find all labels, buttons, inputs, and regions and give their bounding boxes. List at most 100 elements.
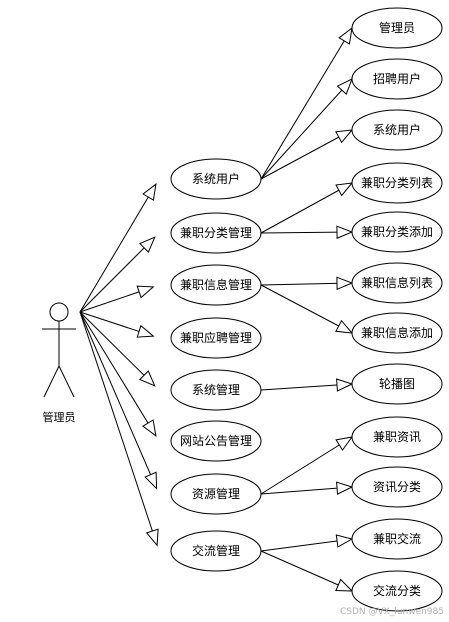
usecase-resource-mgmt-label: 资源管理: [192, 486, 240, 501]
usecase-info-add-label: 兼职信息添加: [361, 325, 433, 340]
usecase-parttime-category-mgmt: 兼职分类管理: [170, 212, 262, 254]
usecase-exchange-category: 交流分类: [351, 570, 443, 612]
edge-parttime-category-mgmt-category-list-arrowhead: [335, 182, 354, 197]
usecase-news-category: 资讯分类: [351, 466, 443, 508]
usecase-recruiter-user-label: 招聘用户: [373, 71, 421, 86]
edge-actor-site-announcement-mgmt-arrowhead: [142, 419, 157, 438]
usecase-info-add: 兼职信息添加: [351, 312, 443, 354]
edge-parttime-info-mgmt-info-list-arrowhead: [336, 276, 354, 291]
edge-exchange-mgmt-exchange-category-line: [260, 550, 353, 592]
edge-system-users-recruiter-user: [260, 77, 353, 180]
edge-actor-system-mgmt: [79, 311, 156, 387]
usecase-system-users: 系统用户: [170, 158, 262, 200]
edge-exchange-mgmt-exchange-category: [260, 550, 354, 592]
edge-actor-parttime-info-mgmt: [79, 285, 155, 313]
usecase-recruiter-user: 招聘用户: [351, 58, 443, 100]
edge-system-users-system-user-arrowhead: [335, 129, 354, 144]
edge-actor-system-users-line: [79, 183, 157, 313]
usecase-info-list-label: 兼职信息列表: [361, 275, 433, 290]
usecase-category-add-label: 兼职分类添加: [361, 225, 433, 239]
usecase-parttime-application-mgmt-ellipse: [170, 317, 262, 359]
edge-resource-mgmt-parttime-news-line: [260, 436, 353, 495]
edge-exchange-mgmt-exchange-category-arrowhead: [335, 578, 354, 592]
edge-exchange-mgmt-parttime-exchange-arrowhead: [335, 534, 354, 548]
edge-actor-parttime-application-mgmt: [79, 311, 155, 338]
edge-actor-site-announcement-mgmt-line: [79, 311, 157, 437]
usecase-exchange-mgmt: 交流管理: [170, 530, 262, 572]
edge-actor-parttime-application-mgmt-arrowhead: [136, 324, 155, 338]
actor-label: 管理员: [43, 410, 76, 424]
edge-system-users-recruiter-user-line: [260, 78, 353, 180]
usecase-category-list: 兼职分类列表: [351, 162, 443, 204]
edge-resource-mgmt-news-category-arrowhead: [336, 481, 354, 495]
edge-parttime-info-mgmt-info-add: [260, 284, 354, 334]
usecase-admin-label: 管理员: [379, 20, 415, 35]
usecase-system-users-label: 系统用户: [192, 171, 240, 186]
edge-parttime-category-mgmt-category-add-arrowhead: [336, 225, 354, 239]
edge-system-users-system-user-line: [260, 129, 353, 180]
edge-parttime-info-mgmt-info-add-line: [260, 284, 353, 334]
usecase-parttime-exchange-label: 兼职交流: [373, 531, 421, 546]
edge-actor-parttime-category-mgmt-arrowhead: [139, 236, 156, 253]
edge-actor-parttime-category-mgmt-line: [79, 236, 156, 313]
edge-actor-exchange-mgmt-arrowhead: [145, 528, 159, 547]
edge-parttime-category-mgmt-category-list-line: [260, 182, 353, 234]
edge-actor-system-mgmt-line: [79, 311, 156, 387]
edge-actor-parttime-info-mgmt-arrowhead: [136, 285, 155, 299]
usecase-exchange-category-ellipse: [351, 570, 443, 612]
usecase-parttime-category-mgmt-ellipse: [170, 212, 262, 254]
usecase-category-add-ellipse: [351, 211, 443, 253]
usecase-news-category-ellipse: [351, 466, 443, 508]
edge-system-users-recruiter-user-arrowhead: [336, 77, 353, 95]
admin-actor: 管理员: [42, 302, 76, 424]
usecase-resource-mgmt: 资源管理: [170, 473, 262, 515]
edge-parttime-info-mgmt-info-list: [260, 276, 354, 291]
usecase-exchange-mgmt-ellipse: [170, 530, 262, 572]
usecase-recruiter-user-ellipse: [351, 58, 443, 100]
usecase-system-mgmt-ellipse: [170, 369, 262, 411]
usecase-parttime-application-mgmt: 兼职应聘管理: [170, 317, 262, 359]
actor-left-leg: [43, 365, 60, 398]
usecase-category-add: 兼职分类添加: [351, 211, 443, 253]
usecase-system-user: 系统用户: [351, 109, 443, 151]
usecase-news-category-label: 资讯分类: [373, 480, 421, 494]
usecase-exchange-mgmt-label: 交流管理: [192, 543, 240, 558]
edge-resource-mgmt-news-category: [260, 481, 354, 495]
usecase-site-announcement-mgmt-label: 网站公告管理: [180, 433, 252, 448]
edge-actor-site-announcement-mgmt: [79, 311, 157, 438]
edge-system-users-admin-line: [260, 27, 353, 180]
edge-actor-system-users: [79, 183, 157, 313]
usecase-parttime-info-mgmt-ellipse: [170, 264, 262, 306]
edge-parttime-category-mgmt-category-add: [260, 225, 354, 239]
edge-parttime-category-mgmt-category-list: [260, 182, 354, 234]
usecase-parttime-info-mgmt: 兼职信息管理: [170, 264, 262, 306]
usecase-site-announcement-mgmt-ellipse: [170, 420, 262, 462]
edge-resource-mgmt-parttime-news: [260, 436, 354, 495]
usecase-exchange-category-label: 交流分类: [373, 583, 421, 598]
edge-actor-exchange-mgmt: [79, 311, 159, 547]
usecase-parttime-application-mgmt-label: 兼职应聘管理: [180, 330, 252, 345]
usecase-parttime-exchange-ellipse: [351, 518, 443, 560]
edge-parttime-info-mgmt-info-add-arrowhead: [335, 319, 354, 334]
actor-right-leg: [58, 365, 75, 398]
usecase-system-user-ellipse: [351, 109, 443, 151]
edge-system-users-admin-arrowhead: [338, 26, 353, 45]
edge-actor-resource-mgmt: [79, 311, 158, 490]
usecase-admin-ellipse: [351, 7, 443, 49]
edge-actor-parttime-category-mgmt: [79, 236, 156, 313]
edge-system-users-system-user: [260, 129, 354, 180]
usecase-parttime-exchange: 兼职交流: [351, 518, 443, 560]
edge-actor-resource-mgmt-arrowhead: [144, 471, 158, 490]
usecase-info-add-ellipse: [351, 312, 443, 354]
usecase-parttime-news: 兼职资讯: [351, 416, 443, 458]
usecase-resource-mgmt-ellipse: [170, 473, 262, 515]
usecase-system-users-ellipse: [170, 158, 262, 200]
edge-system-users-admin: [260, 26, 353, 180]
usecase-parttime-news-label: 兼职资讯: [373, 430, 421, 444]
edge-system-mgmt-carousel-arrowhead: [336, 378, 354, 392]
edge-actor-system-mgmt-arrowhead: [138, 370, 156, 387]
edge-system-mgmt-carousel: [260, 378, 354, 392]
usecase-category-list-ellipse: [351, 162, 443, 204]
edge-actor-exchange-mgmt-line: [79, 311, 158, 546]
